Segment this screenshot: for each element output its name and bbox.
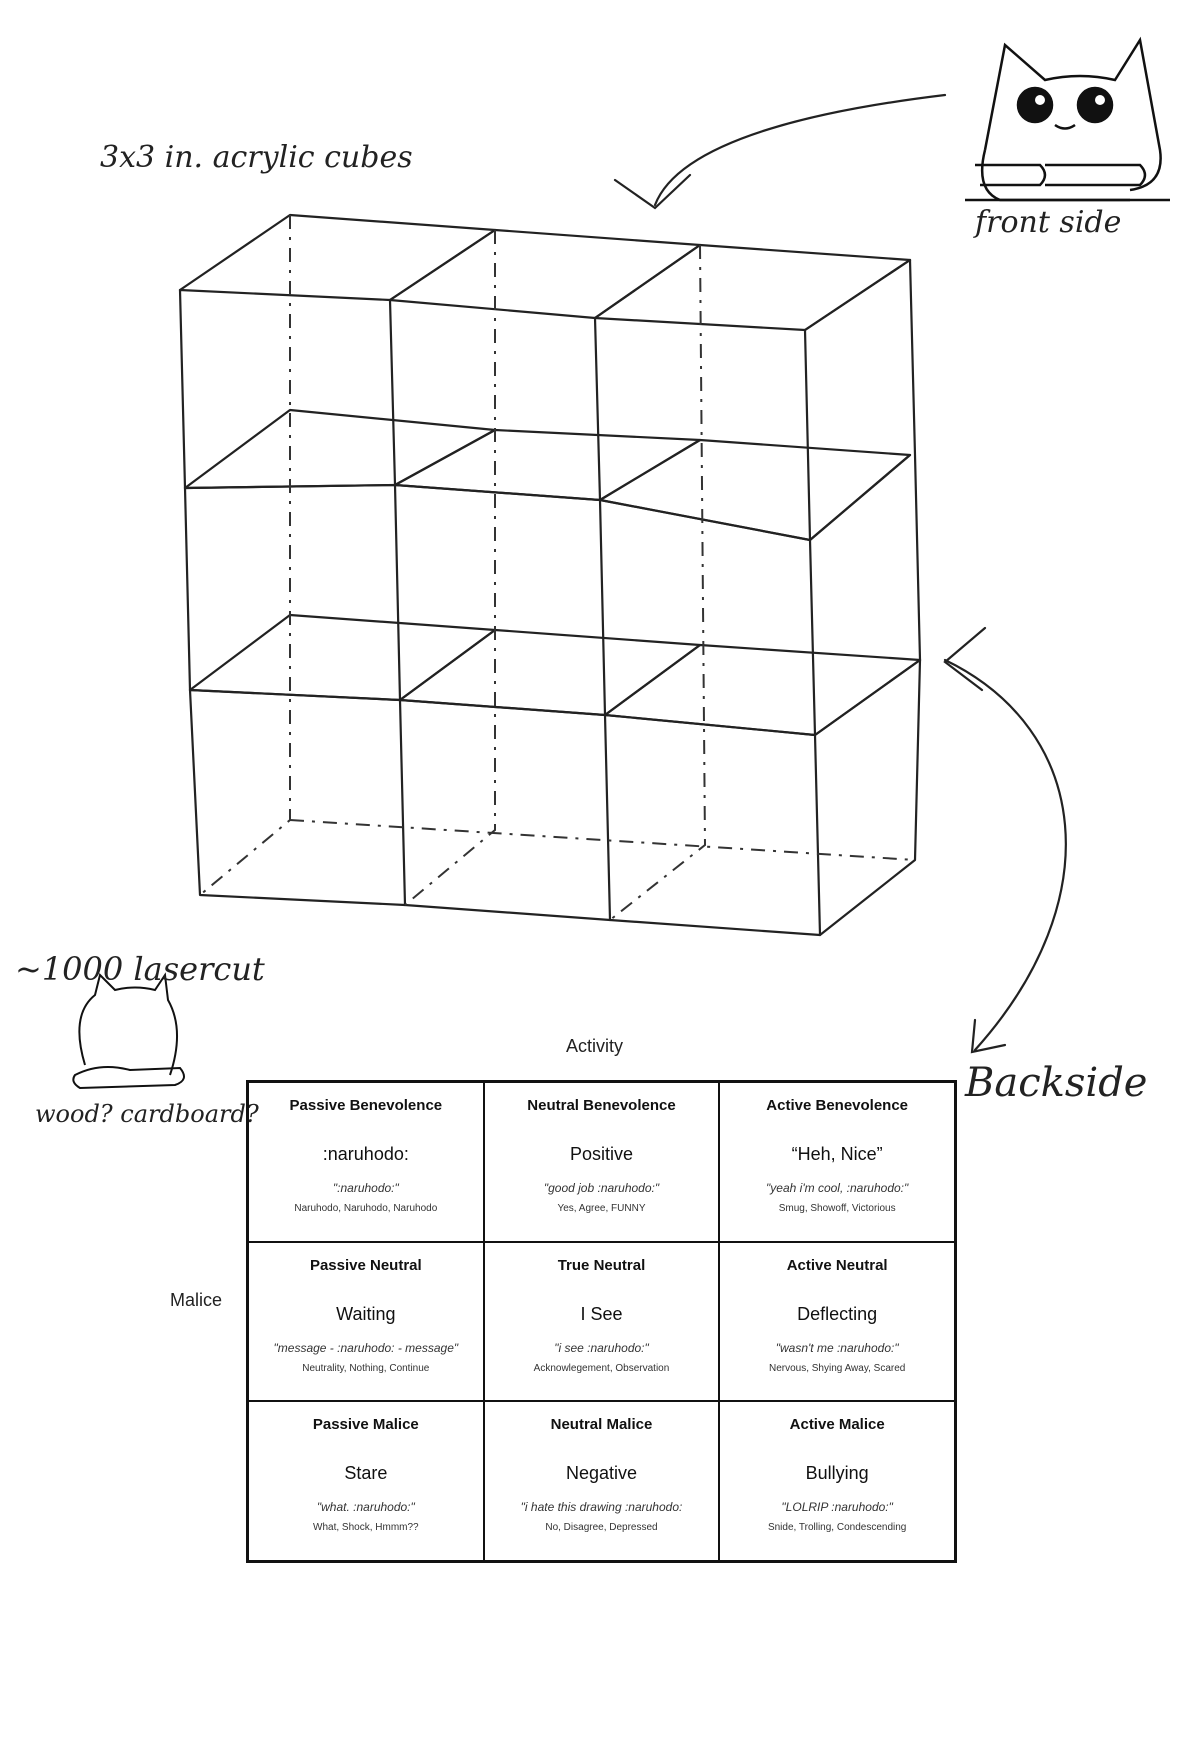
grid-cell: Active Benevolence “Heh, Nice” "yeah i'm… [719, 1082, 955, 1242]
arrow-backside [943, 658, 1067, 1052]
cube-front-faces [178, 288, 822, 937]
cell-quote: "wasn't me :naruhodo:" [775, 1340, 899, 1355]
alignment-grid: Passive Benevolence :naruhodo: ":naruhod… [246, 1080, 957, 1563]
grid-cell: True Neutral I See "i see :naruhodo:" Ac… [483, 1241, 720, 1402]
cell-tags: Smug, Showoff, Victorious [778, 1203, 896, 1214]
cell-tags: What, Shock, Hmmm?? [313, 1522, 419, 1534]
cell-quote: "LOLRIP :naruhodo:" [781, 1500, 893, 1515]
cube-top-faces [178, 213, 922, 737]
grid-cell: Passive Malice Stare "what. :naruhodo:" … [248, 1401, 484, 1561]
cell-word: Waiting [336, 1303, 396, 1324]
cell-word: :naruhodo: [322, 1144, 409, 1164]
cell-word: Deflecting [797, 1303, 878, 1324]
grid-cell: Passive Neutral Waiting "message - :naru… [248, 1241, 484, 1402]
cell-title: Active Benevolence [766, 1097, 909, 1114]
cell-title: Active Malice [789, 1416, 885, 1434]
cell-title: Active Neutral [786, 1256, 888, 1274]
cell-word: Positive [569, 1144, 633, 1164]
cube-right-side [818, 258, 922, 937]
grid-cell: Passive Benevolence :naruhodo: ":naruhod… [248, 1082, 484, 1242]
annotation-cubes: 3x3 in. acrylic cubes [100, 140, 413, 175]
arrow-front [653, 93, 947, 207]
cell-word: Bullying [805, 1463, 869, 1484]
cell-title: Passive Malice [312, 1416, 419, 1434]
grid-cell: Neutral Benevolence Positive "good job :… [483, 1082, 720, 1242]
cell-tags: No, Disagree, Depressed [545, 1522, 658, 1534]
annotation-front: front side [975, 205, 1122, 240]
cell-quote: "i hate this drawing :naruhodo: [520, 1500, 683, 1515]
cell-quote: "i see :naruhodo:" [554, 1340, 649, 1355]
cell-word: Negative [565, 1463, 638, 1484]
cell-title: Passive Neutral [309, 1256, 422, 1274]
cell-tags: Yes, Agree, FUNNY [557, 1203, 646, 1214]
cell-tags: Neutrality, Nothing, Continue [302, 1362, 430, 1374]
cell-word: Stare [344, 1463, 388, 1484]
grid-cell: Neutral Malice Negative "i hate this dra… [483, 1401, 720, 1561]
cell-tags: Snide, Trolling, Condescending [767, 1522, 907, 1534]
cell-title: Passive Benevolence [289, 1097, 443, 1114]
cat-icon [965, 36, 1170, 202]
cell-quote: "message - :naruhodo: - message" [273, 1340, 459, 1355]
small-cat-icon [72, 972, 185, 1090]
cell-quote: "yeah i'm cool, :naruhodo:" [766, 1181, 909, 1195]
cell-quote: ":naruhodo:" [332, 1181, 399, 1195]
annotation-backside: Backside [965, 1060, 1148, 1106]
grid-cell: Active Neutral Deflecting "wasn't me :na… [719, 1241, 955, 1402]
cell-quote: "good job :naruhodo:" [543, 1181, 660, 1195]
cell-tags: Nervous, Shying Away, Scared [768, 1362, 906, 1374]
cell-title: True Neutral [557, 1256, 646, 1274]
cell-tags: Acknowlegement, Observation [533, 1362, 670, 1374]
cube-hidden-edges [199, 215, 916, 921]
x-axis-label: Activity [566, 1036, 624, 1056]
cell-quote: "what. :naruhodo:" [316, 1500, 415, 1515]
y-axis-label: Malice [170, 1290, 223, 1310]
cell-title: Neutral Benevolence [527, 1097, 676, 1114]
grid-cell: Active Malice Bullying "LOLRIP :naruhodo… [719, 1401, 955, 1561]
cell-tags: Naruhodo, Naruhodo, Naruhodo [294, 1203, 438, 1214]
cell-word: “Heh, Nice” [791, 1144, 883, 1164]
cell-word: I See [580, 1303, 623, 1324]
annotation-material: wood? cardboard? [35, 1100, 259, 1128]
acrylic-cubes-sketch [72, 36, 1170, 1090]
cell-title: Neutral Malice [550, 1416, 653, 1434]
annotation-lasercut: ~1000 lasercut [15, 950, 265, 988]
